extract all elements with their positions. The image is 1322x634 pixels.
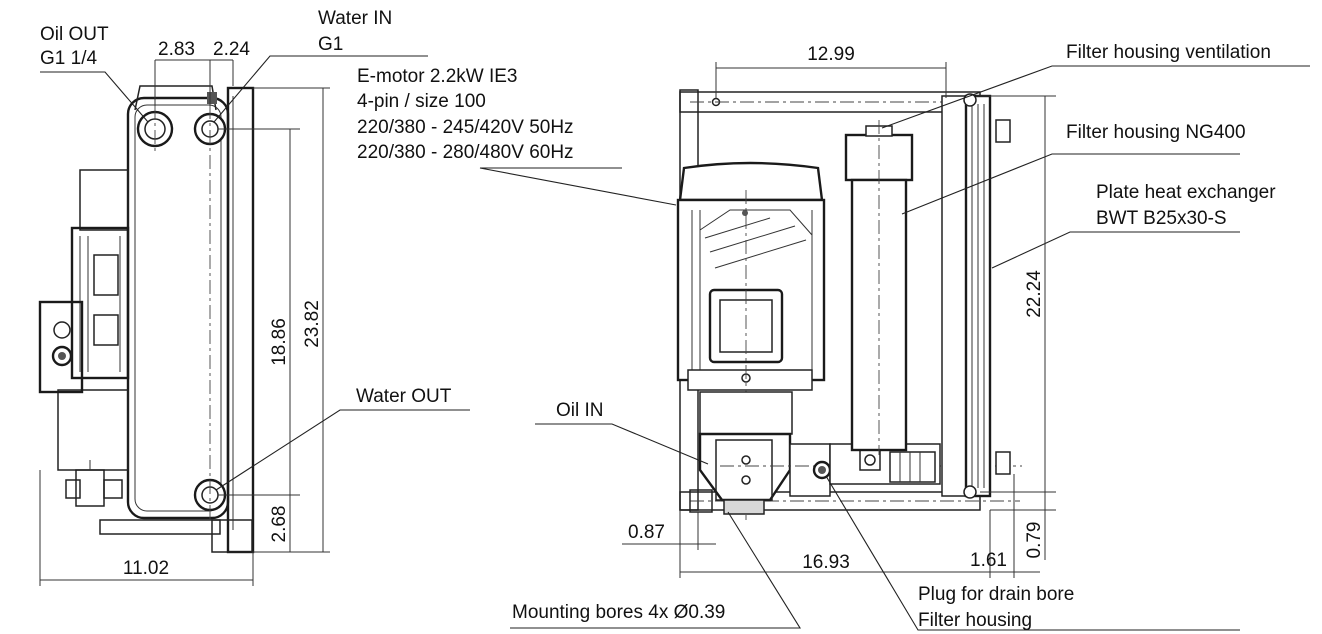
label-filter-vent: Filter housing ventilation <box>1066 42 1271 63</box>
dim-0-79: 0.79 <box>1024 522 1045 559</box>
left-base-foot <box>211 519 253 553</box>
right-filter-housing <box>844 120 914 455</box>
leader-mount <box>510 511 801 629</box>
label-plug-2: Filter housing <box>918 610 1032 631</box>
drain-plug <box>812 460 832 480</box>
dim-0-87: 0.87 <box>628 522 665 543</box>
left-motor-top <box>79 169 129 231</box>
label-water-in: Water IN <box>318 8 392 29</box>
left-terminal-box <box>38 300 84 394</box>
left-heat-exchanger-inner <box>134 104 222 512</box>
leader-motor <box>479 167 677 206</box>
right-view: 12.99 22.24 0.79 16.93 0.87 1.61 Filter … <box>479 42 1310 631</box>
right-motor <box>676 161 826 520</box>
leader-plug <box>825 475 1240 631</box>
label-motor-1: E-motor 2.2kW IE3 <box>357 66 518 87</box>
label-phe-2: BWT B25x30-S <box>1096 208 1227 229</box>
dim-2-83: 2.83 <box>158 39 195 60</box>
right-pump <box>698 391 793 515</box>
leader-phe <box>991 231 1240 269</box>
dim-2-24: 2.24 <box>213 39 250 60</box>
left-base-bar <box>99 519 221 535</box>
label-water-out: Water OUT <box>356 386 452 407</box>
label-oil-out: Oil OUT <box>40 24 109 45</box>
left-heat-exchanger <box>126 96 230 520</box>
dim-11-02: 11.02 <box>123 558 169 579</box>
leader-water-in <box>213 55 428 123</box>
leader-water-out <box>215 409 470 491</box>
dim-1-61: 1.61 <box>970 550 1007 571</box>
dim-18-86: 18.86 <box>269 318 290 366</box>
label-water-in-size: G1 <box>318 34 343 55</box>
leader-filter-ng <box>901 153 1240 215</box>
label-phe-1: Plate heat exchanger <box>1096 182 1276 203</box>
dim-22-24: 22.24 <box>1024 270 1045 318</box>
leader-oil-out <box>40 71 149 123</box>
dim-23-82: 23.82 <box>302 300 323 348</box>
label-plug-1: Plug for drain bore <box>918 584 1074 605</box>
dim-16-93: 16.93 <box>802 552 850 573</box>
label-motor-3: 220/380 - 245/420V 50Hz <box>357 117 574 138</box>
label-mount: Mounting bores 4x Ø0.39 <box>512 602 725 623</box>
left-frame-plate <box>226 86 255 554</box>
leader-oil-in <box>535 423 709 465</box>
label-oil-out-size: G1 1/4 <box>40 48 97 69</box>
label-filter-ng: Filter housing NG400 <box>1066 122 1246 143</box>
right-heat-exchanger <box>941 93 1011 499</box>
dim-2-68: 2.68 <box>269 506 290 543</box>
left-valve-fitting <box>65 460 123 507</box>
label-motor-4: 220/380 - 280/480V 60Hz <box>357 142 574 163</box>
left-view: 2.83 2.24 18.86 23.82 2.68 11.02 Oil OUT… <box>38 8 574 586</box>
label-motor-2: 4-pin / size 100 <box>357 91 486 112</box>
leader-filter-vent <box>881 65 1310 129</box>
left-pump <box>57 389 129 471</box>
label-oil-in: Oil IN <box>556 400 604 421</box>
dim-12-99: 12.99 <box>807 44 855 65</box>
